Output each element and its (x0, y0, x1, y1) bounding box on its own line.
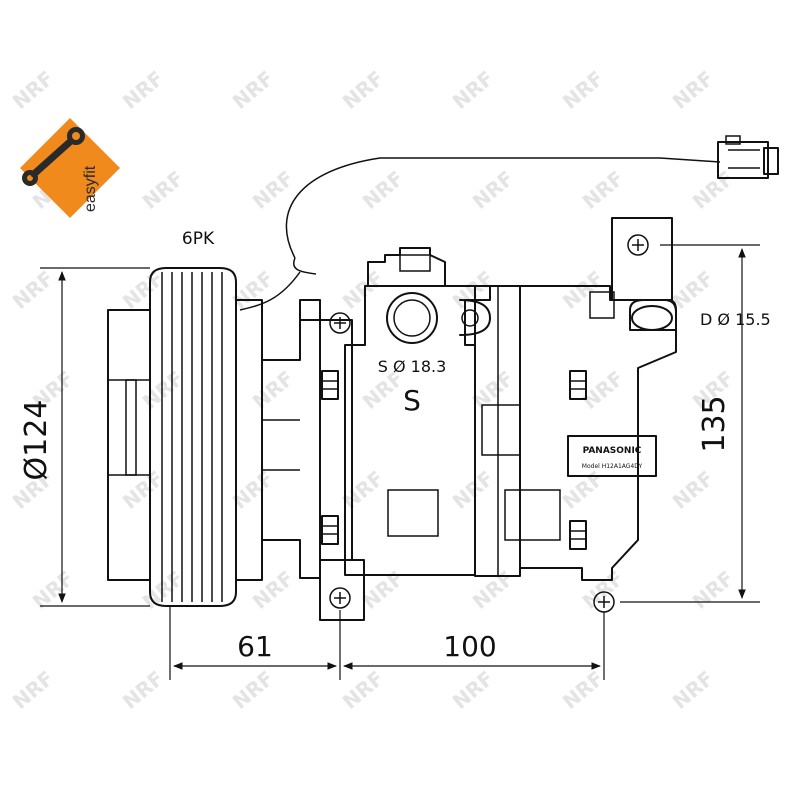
watermark-text: NRF (8, 666, 59, 714)
watermark-text: NRF (558, 66, 609, 114)
watermark-text: NRF (338, 666, 389, 714)
easyfit-logo: easyfit (20, 118, 120, 218)
pulley-diameter-value: Ø124 (19, 400, 54, 481)
watermark-text: NRF (558, 466, 609, 514)
logo-diamond (20, 118, 120, 218)
watermark-text: NRF (248, 366, 299, 414)
offset-left-value: 61 (237, 630, 273, 663)
name-plate (567, 435, 657, 477)
belt-grooves (161, 272, 223, 602)
watermark-text: NRF (138, 366, 189, 414)
watermark-text: NRF (118, 666, 169, 714)
height-value: 135 (697, 395, 732, 452)
watermark-text: NRF (448, 466, 499, 514)
logo-text: easyfit (82, 165, 99, 212)
watermark-text: NRF (118, 66, 169, 114)
watermark-text: NRF (668, 666, 719, 714)
plate-brand: PANASONIC (583, 446, 642, 456)
watermark-text: NRF (558, 666, 609, 714)
watermark-text: NRF (578, 566, 629, 614)
wrench-icon (22, 127, 85, 186)
bolts (321, 370, 587, 550)
watermark-text: NRF (248, 566, 299, 614)
plate-model: Model H12A1AG4DY (582, 463, 643, 470)
watermark-text: NRF (578, 166, 629, 214)
pulley (107, 267, 263, 607)
dimension-lines (40, 244, 760, 680)
watermark-text: NRF (228, 666, 279, 714)
watermark-text: NRF (138, 166, 189, 214)
mount-spacing-value: 100 (443, 630, 496, 663)
watermark-text: NRF (118, 266, 169, 314)
wire (285, 157, 721, 259)
watermark-text: NRF (358, 566, 409, 614)
front-housing (261, 299, 365, 621)
electrical-connector (717, 135, 779, 179)
watermark-text: NRF (8, 266, 59, 314)
watermark-text: NRF (338, 266, 389, 314)
wire-lower (239, 271, 301, 311)
suction-label: S Ø 18.3 (378, 357, 447, 376)
watermark-text: NRF (668, 66, 719, 114)
watermark-text: NRF (688, 166, 739, 214)
rear-housing (481, 217, 677, 581)
suction-port (386, 292, 438, 344)
watermark-text: NRF (448, 66, 499, 114)
compressor-body (344, 247, 521, 577)
wire-end (293, 257, 317, 275)
watermark-text: NRF (448, 666, 499, 714)
watermark-text: NRF (228, 66, 279, 114)
watermark-text: NRF (338, 66, 389, 114)
belt-label: 6PK (182, 229, 215, 249)
suction-mark: S (403, 384, 421, 417)
watermark-text: NRF (668, 466, 719, 514)
discharge-label: D Ø 15.5 (700, 310, 771, 329)
watermark-text: NRF (358, 166, 409, 214)
watermark-text: NRF (558, 266, 609, 314)
watermark-text: NRF (8, 66, 59, 114)
watermark-text: NRF (468, 166, 519, 214)
watermark-text: NRF (28, 566, 79, 614)
watermark-pattern: NRF NRF NRF NRF NRF NRF NRF NRF NRF NRF NRF NRF NRF N… (8, 66, 739, 714)
discharge-port (631, 305, 673, 331)
watermark-text: NRF (688, 566, 739, 614)
